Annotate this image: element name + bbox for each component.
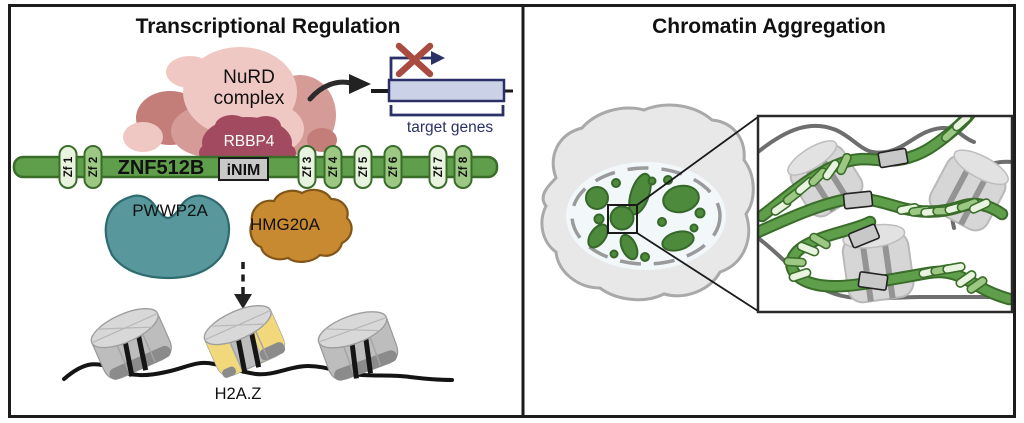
aggregate-blob: [587, 223, 609, 249]
chromatin-aggregates: [585, 172, 706, 262]
nuclear-envelope: [570, 166, 722, 266]
repression-x-icon: [395, 42, 434, 78]
rbbp4-label: RBBP4: [224, 133, 275, 150]
zinc-finger-pill: [968, 198, 992, 214]
hmg20a-label: HMG20A: [250, 215, 321, 234]
inim-label: iNIM: [227, 162, 261, 179]
gene-box: [387, 78, 506, 103]
zinc-finger-label: Zf 2: [88, 157, 100, 177]
zinc-finger-pill: [809, 232, 831, 250]
aggregate-blob: [661, 230, 695, 252]
aggregate-blob: [585, 186, 609, 210]
zinc-finger-pill: [951, 116, 973, 132]
zinc-finger-pill: [966, 276, 988, 294]
aggregate-blob: [662, 184, 700, 214]
zoom-connector-line: [636, 232, 759, 312]
zinc-finger-pill: [453, 145, 473, 189]
aggregate-dot: [611, 178, 621, 188]
zinc-finger-pill: [822, 159, 840, 181]
zinc-finger-pill: [955, 270, 977, 288]
nurd-label-line1: NuRD: [223, 67, 275, 88]
nurd-to-gene-arrow: [307, 74, 371, 102]
zinc-finger-label: Zf 7: [433, 157, 445, 177]
h2az-label: H2A.Z: [215, 385, 262, 403]
zinc-finger-pills: Zf 1 Zf 2 Zf 3 Zf 4 Zf 5 Zf 6 Zf 7 Zf 8: [58, 145, 473, 189]
zinc-finger-pill: [783, 256, 807, 268]
znf512b-fiber: [758, 116, 977, 223]
zinc-finger-label: Zf 4: [328, 156, 340, 177]
inset-frame: [756, 114, 1014, 314]
aggregate-dot: [647, 176, 657, 186]
right-panel: Chromatin Aggregation: [540, 15, 1014, 314]
zinc-finger-pill: [383, 145, 403, 189]
aggregate-blob: [619, 233, 639, 261]
zinc-finger-pill: [353, 145, 373, 189]
znf512b-label: ZNF512B: [118, 157, 205, 179]
zinc-finger-pill: [836, 152, 852, 176]
zinc-finger-pill: [297, 145, 317, 189]
recruitment-dashed-arrow: [234, 262, 252, 309]
left-panel: Transcriptional Regulation NuRD complex …: [12, 15, 513, 403]
inim-patch: [848, 223, 880, 249]
zinc-finger-pill: [796, 241, 820, 257]
target-gene-diagram: target genes: [371, 42, 513, 136]
zinc-finger-label: Zf 3: [302, 157, 314, 177]
promoter-arrowhead: [431, 51, 445, 65]
nurd-label-line2: complex: [214, 88, 285, 109]
zinc-finger-pill: [323, 145, 343, 189]
znf512b-fiber: [783, 215, 1012, 306]
zinc-finger-pill: [58, 145, 78, 189]
aggregate-dot: [657, 217, 667, 227]
zinc-finger-label: Zf 5: [358, 156, 370, 177]
target-genes-label: target genes: [407, 119, 493, 136]
nurd-lobe: [123, 122, 163, 152]
h2az-nucleosome: [203, 304, 286, 378]
nucleosome: [317, 311, 399, 381]
zinc-finger-pill: [942, 261, 966, 275]
right-panel-title: Chromatin Aggregation: [652, 15, 886, 38]
pwwp2a-label: PWWP2A: [132, 201, 208, 220]
inim-patch: [842, 190, 874, 210]
inim-box: [218, 157, 269, 181]
zinc-finger-label: Zf 6: [388, 157, 400, 177]
zoom-connector-line: [636, 116, 759, 206]
aggregate-dot: [689, 223, 699, 233]
target-genes-bracket: [389, 105, 505, 117]
inim-patch: [857, 271, 889, 291]
zinc-finger-label: Zf 1: [63, 156, 75, 177]
aggregate-dot: [640, 252, 650, 262]
nucleosome: [90, 307, 172, 380]
zinc-finger-pill: [83, 145, 103, 189]
pwwp2a-blob: PWWP2A: [104, 194, 231, 280]
aggregate-dot: [609, 249, 619, 259]
aggregate-dot: [593, 213, 605, 225]
aggregate-blob: [609, 205, 635, 231]
inim-patch: [877, 147, 909, 169]
zinc-finger-label: Zf 8: [458, 156, 470, 177]
figure-border: [8, 4, 1016, 418]
znf512b-fiber: [758, 190, 1009, 239]
left-panel-title: Transcriptional Regulation: [136, 15, 401, 38]
inset-content: [758, 116, 1012, 306]
zinc-finger-pill: [428, 145, 448, 189]
aggregate-dot: [694, 207, 706, 219]
zinc-finger-pill: [788, 268, 812, 282]
zoom-box: [607, 204, 638, 234]
hmg20a-blob: HMG20A: [249, 188, 353, 263]
